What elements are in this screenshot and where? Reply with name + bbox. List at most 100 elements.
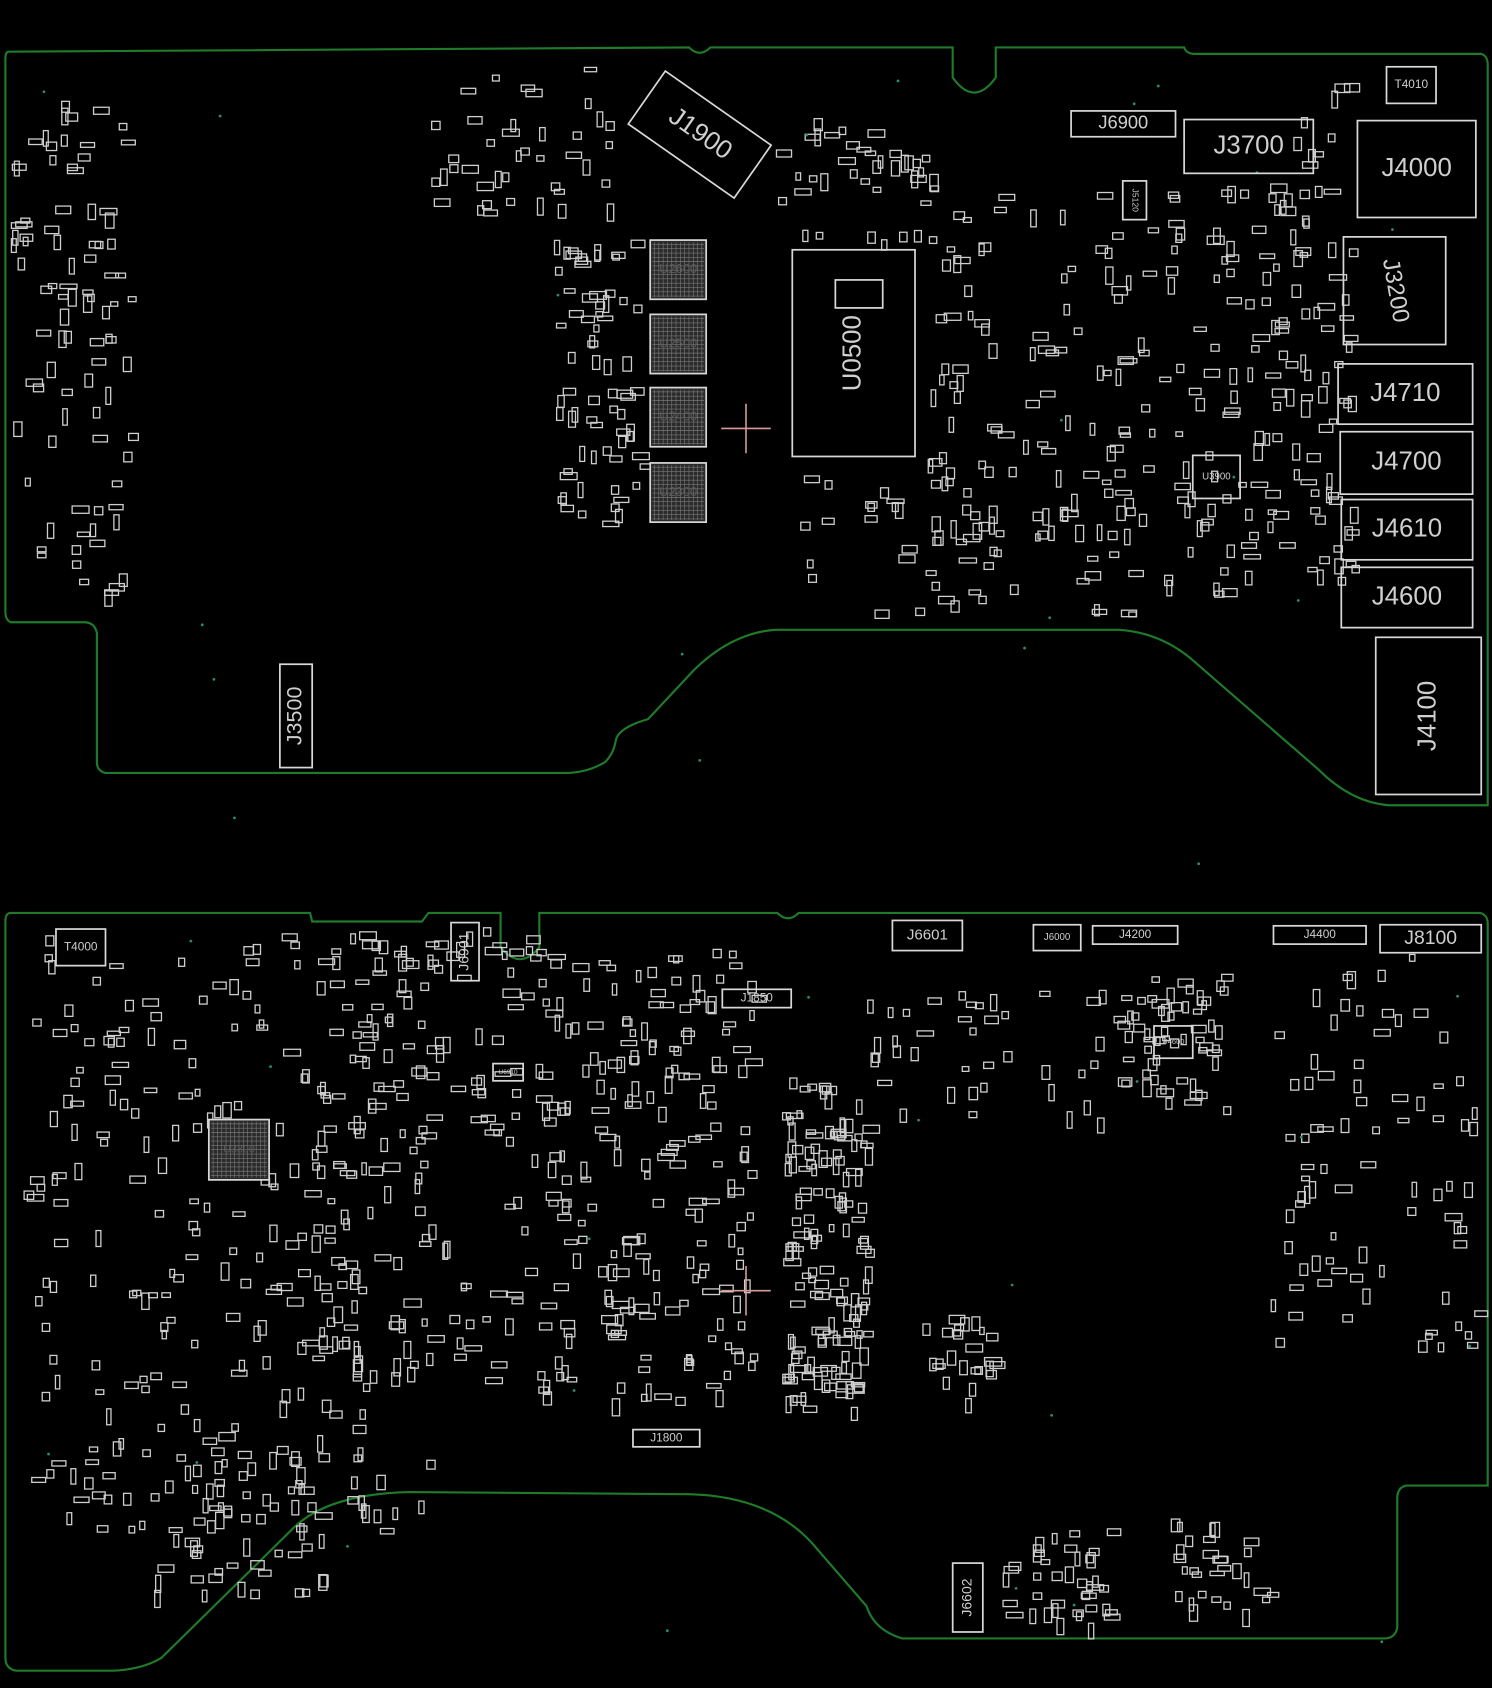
component-label: U2300 — [659, 484, 697, 499]
component-j6900[interactable]: J6900 — [1070, 110, 1177, 138]
component-j4600[interactable]: J4600 — [1340, 566, 1474, 629]
component-body — [450, 921, 480, 982]
component-body — [627, 69, 773, 200]
component-body — [1385, 65, 1437, 105]
component-j8100[interactable]: J8100 — [1379, 923, 1483, 954]
component-body — [1183, 118, 1315, 175]
component-body — [649, 313, 708, 375]
component-j6601[interactable]: J6601 — [891, 919, 964, 952]
component-body — [951, 1562, 984, 1633]
component-body — [1379, 923, 1483, 954]
component-label: U3300 — [223, 1144, 255, 1156]
component-label: J4200 — [1119, 927, 1152, 941]
component-label: J4710 — [1370, 379, 1440, 407]
component-body — [1340, 498, 1474, 561]
component-body — [649, 462, 708, 523]
component-body — [492, 1062, 525, 1082]
component-label: U6910 — [499, 1069, 518, 1076]
top-board-outline — [4, 46, 1489, 807]
component-body — [1337, 363, 1474, 426]
component-body — [1121, 180, 1148, 221]
component-body — [649, 386, 708, 448]
component-label: J4700 — [1371, 448, 1441, 476]
component-t4010[interactable]: T4010 — [1385, 65, 1437, 105]
component-label: U2400 — [659, 409, 697, 424]
component-label: J6000 — [1044, 932, 1070, 943]
component-body — [791, 248, 916, 458]
component-label: J6602 — [958, 1578, 974, 1616]
component-j4700[interactable]: J4700 — [1339, 430, 1474, 496]
cursor-crosshair-bottom — [721, 1265, 771, 1316]
component-j6901[interactable]: J6901 — [450, 921, 480, 982]
small-components-layer — [10, 66, 1489, 1644]
component-body — [1153, 1025, 1194, 1060]
component-label: T4000 — [64, 939, 98, 953]
component-label: U3900 — [1202, 471, 1231, 482]
component-label: T4010 — [1394, 77, 1428, 91]
component-j4200[interactable]: J4200 — [1091, 924, 1179, 945]
component-j3500[interactable]: J3500 — [279, 663, 314, 769]
component-u4600[interactable]: U4600 — [1153, 1025, 1194, 1060]
component-label: J1850 — [741, 991, 774, 1005]
component-label: J6601 — [907, 926, 948, 943]
component-u3900[interactable]: U3900 — [1191, 454, 1241, 500]
component-j4400[interactable]: J4400 — [1272, 924, 1367, 945]
component-u6910[interactable]: U6910 — [492, 1062, 525, 1082]
component-j4710[interactable]: J4710 — [1337, 363, 1474, 426]
component-j1850[interactable]: J1850 — [721, 988, 793, 1009]
component-body — [649, 239, 708, 301]
component-label: J6901 — [456, 932, 472, 970]
component-t4000[interactable]: T4000 — [55, 928, 107, 967]
component-u2500[interactable]: U2500 — [649, 313, 708, 375]
component-body — [1342, 236, 1447, 346]
component-body — [1272, 924, 1367, 945]
component-j4100[interactable]: J4100 — [1374, 636, 1483, 796]
component-label: J4600 — [1372, 582, 1442, 610]
component-label: J4000 — [1381, 154, 1451, 182]
cursor-crosshair-top — [721, 403, 771, 454]
component-j4610[interactable]: J4610 — [1340, 498, 1474, 561]
component-body — [891, 919, 964, 952]
component-u2600[interactable]: U2600 — [649, 239, 708, 301]
component-body — [632, 1428, 701, 1448]
component-body — [55, 928, 107, 967]
component-label: J8100 — [1404, 927, 1457, 949]
bottom-board-outline — [4, 911, 1489, 1672]
component-body — [1070, 110, 1177, 138]
component-j1900[interactable]: J1900 — [627, 69, 773, 200]
cpu-die-cavity — [834, 279, 884, 309]
component-label: U0500 — [838, 315, 866, 391]
component-j6602[interactable]: J6602 — [951, 1562, 984, 1633]
component-body — [1356, 119, 1477, 219]
component-label: U4600 — [1162, 1037, 1184, 1046]
component-j4000[interactable]: J4000 — [1356, 119, 1477, 219]
component-body — [1374, 636, 1483, 796]
component-j1800[interactable]: J1800 — [632, 1428, 701, 1448]
component-label: U2500 — [659, 335, 697, 350]
component-label: J4400 — [1304, 927, 1337, 941]
component-label: J5120 — [1130, 189, 1140, 213]
component-j6000[interactable]: J6000 — [1032, 923, 1082, 952]
component-u3300[interactable]: U3300 — [207, 1118, 270, 1181]
component-body — [1032, 923, 1082, 952]
component-label: J6900 — [1098, 112, 1148, 133]
component-j5120[interactable]: J5120 — [1121, 180, 1148, 221]
component-label: J4100 — [1413, 681, 1441, 751]
component-label: J4610 — [1372, 514, 1442, 542]
component-body — [279, 663, 314, 769]
component-j3700[interactable]: J3700 — [1183, 118, 1315, 175]
component-label: J3500 — [283, 687, 307, 746]
component-body — [1339, 430, 1474, 496]
component-label: J3700 — [1214, 131, 1284, 159]
component-u2300[interactable]: U2300 — [649, 462, 708, 523]
component-body — [1191, 454, 1241, 500]
component-u0500[interactable]: U0500 — [791, 248, 916, 458]
component-j3200[interactable]: J3200 — [1342, 236, 1447, 346]
component-body — [1091, 924, 1179, 945]
component-body — [1340, 566, 1474, 629]
component-u2400[interactable]: U2400 — [649, 386, 708, 448]
component-label: J1800 — [650, 1430, 683, 1444]
component-body — [721, 988, 793, 1009]
